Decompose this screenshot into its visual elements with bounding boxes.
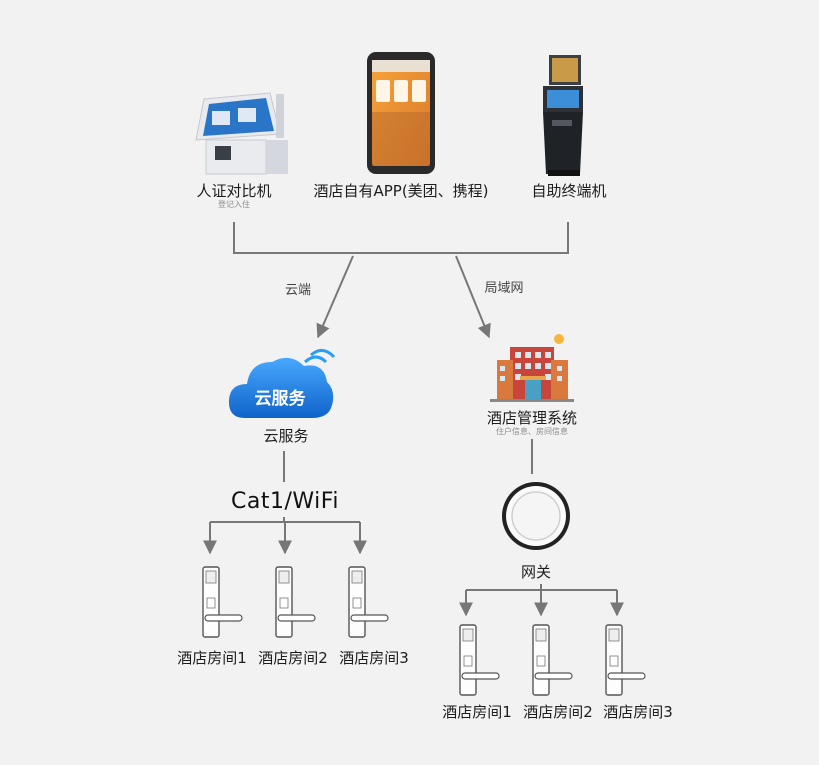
door-lock-left-1-icon xyxy=(202,566,243,638)
cloud-arrow xyxy=(316,255,354,339)
door-lock-right-2-icon xyxy=(532,624,573,696)
pms-sublabel: 住户信息、房间信息 xyxy=(496,427,568,436)
lan-arrow xyxy=(455,255,491,339)
room-left-2-label: 酒店房间2 xyxy=(258,649,328,667)
gateway-label: 网关 xyxy=(520,563,551,581)
door-lock-right-1-icon xyxy=(459,624,500,696)
room-right-3-label: 酒店房间3 xyxy=(603,703,673,721)
room-left-3-label: 酒店房间3 xyxy=(339,649,409,667)
door-lock-left-3-icon xyxy=(348,566,389,638)
top-bracket xyxy=(233,222,569,254)
door-lock-right-3-icon xyxy=(605,624,646,696)
room-right-2-label: 酒店房间2 xyxy=(523,703,593,721)
id-verifier-sublabel: 登记入住 xyxy=(218,200,250,209)
id-verifier-label: 人证对比机 xyxy=(196,182,272,200)
lan-link-label: 局域网 xyxy=(484,281,524,296)
gateway-device-icon xyxy=(502,482,570,550)
kiosk-device-icon xyxy=(543,55,583,176)
cloud-service-label: 云服务 xyxy=(263,427,309,445)
hotel-building-icon xyxy=(490,334,574,402)
pms-label: 酒店管理系统 xyxy=(486,409,577,427)
room-left-1-label: 酒店房间1 xyxy=(177,649,247,667)
room-right-1-label: 酒店房间1 xyxy=(442,703,512,721)
network-label: Cat1/WiFi xyxy=(231,489,339,514)
hotel-app-label: 酒店自有APP(美团、携程) xyxy=(313,182,489,200)
cloud-badge-text: 云服务 xyxy=(254,389,306,409)
id-verifier-device-icon xyxy=(195,92,288,175)
cloud-service-icon xyxy=(228,349,336,418)
hotel-app-phone-icon xyxy=(367,52,435,174)
cloud-link-label: 云端 xyxy=(284,283,311,298)
kiosk-label: 自助终端机 xyxy=(531,182,607,200)
door-lock-left-2-icon xyxy=(275,566,316,638)
